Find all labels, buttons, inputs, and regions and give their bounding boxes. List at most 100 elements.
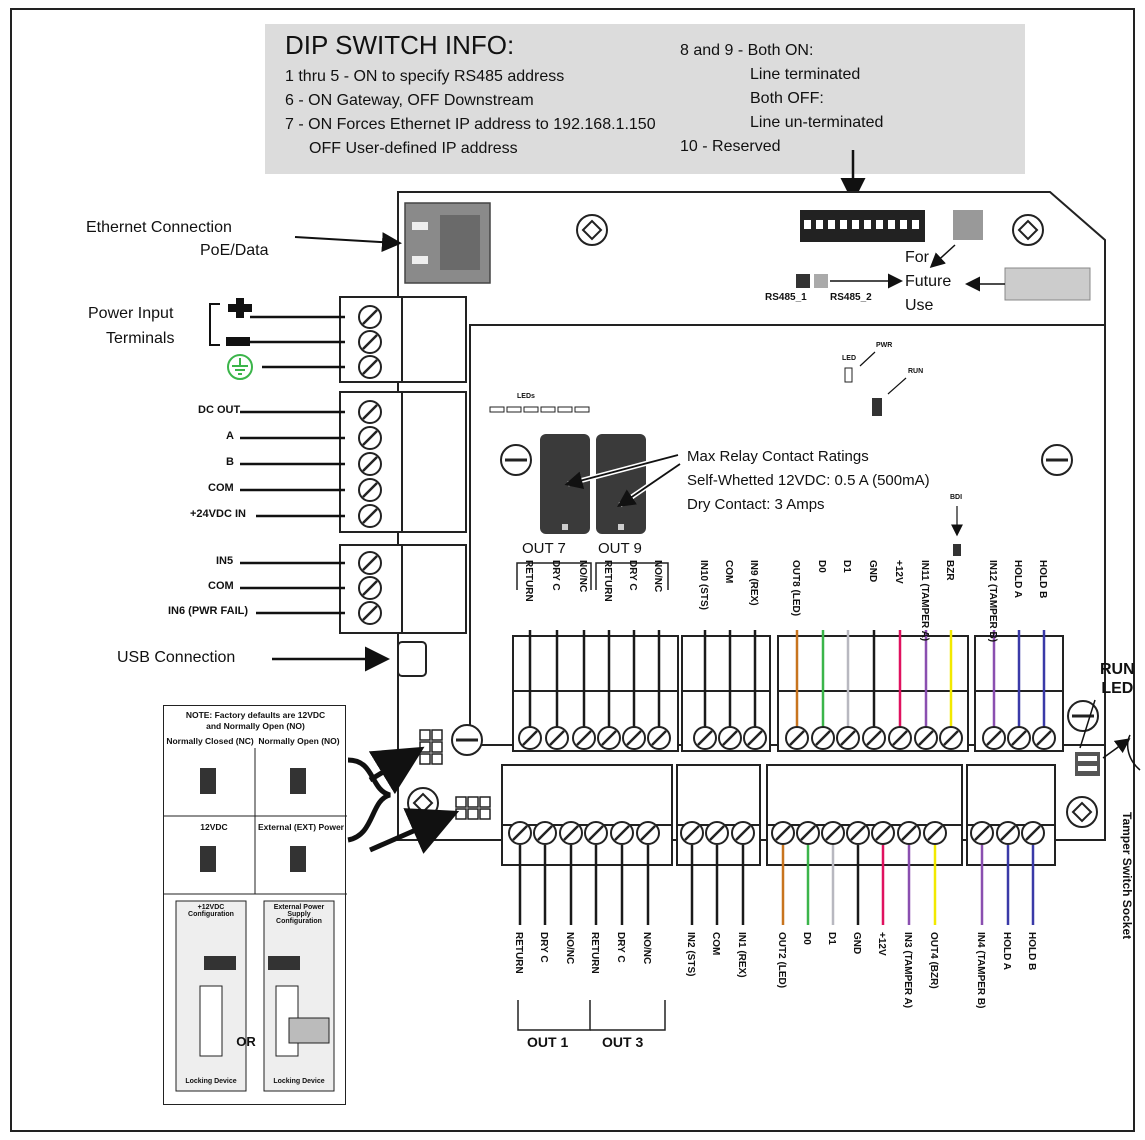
bottom-terminal-screw	[796, 821, 820, 845]
top-terminal-screw	[1032, 726, 1056, 750]
b-label: B	[226, 456, 234, 468]
run-led-side-line-2: LED	[1101, 680, 1134, 697]
top-terminal-label: COM	[723, 560, 734, 584]
bottom-terminal-screw	[610, 821, 634, 845]
bottom-terminal-screw	[533, 821, 557, 845]
bottom-terminal-screw	[731, 821, 755, 845]
top-terminal-screw	[597, 726, 621, 750]
bottom-terminal-screw	[871, 821, 895, 845]
top-terminal-screw	[545, 726, 569, 750]
bottom-terminal-screw	[705, 821, 729, 845]
power-input-label: Power Input	[88, 305, 174, 322]
dip-info-right-line: Both OFF:	[750, 90, 824, 107]
bottom-terminal-label: IN4 (TAMPER B)	[975, 932, 986, 1009]
in5-label: IN5	[216, 555, 234, 567]
note-nc-label: Normally Closed (NC)	[166, 736, 254, 746]
bottom-screw-group	[508, 821, 1045, 845]
top-terminal-screw	[572, 726, 596, 750]
note-12vdc-config: +12VDC Configuration	[188, 904, 234, 918]
top-terminal-screw	[1007, 726, 1031, 750]
top-terminal-screw	[743, 726, 767, 750]
top-terminal-label: BZR	[944, 560, 955, 581]
note-ext-label: External (EXT) Power	[258, 822, 344, 832]
bottom-terminal-label: RETURN	[513, 932, 524, 974]
top-terminal-label: D0	[816, 560, 827, 573]
top-terminal-screw	[693, 726, 717, 750]
leds-label: LEDs	[517, 393, 535, 400]
note-locking-device-2: Locking Device	[273, 1078, 325, 1085]
note-title-2: and Normally Open (NO)	[206, 721, 305, 731]
dip-switch-info-box: DIP SWITCH INFO: 1 thru 5 - ON to specif…	[265, 24, 1025, 174]
bottom-terminal-label: RETURN	[589, 932, 600, 974]
bottom-terminal-screw	[680, 821, 704, 845]
top-terminal-screw	[622, 726, 646, 750]
power-terminals-label: Terminals	[106, 330, 175, 347]
top-terminal-screw	[785, 726, 809, 750]
top-terminal-screw	[888, 726, 912, 750]
pwr-label: PWR	[876, 342, 893, 349]
jumper-note-box: NOTE: Factory defaults are 12VDC and Nor…	[163, 705, 347, 1105]
bottom-terminal-screw	[996, 821, 1020, 845]
bottom-terminal-label: DRY C	[538, 932, 549, 963]
top-terminal-label: IN12 (TAMPER B)	[987, 560, 998, 643]
bottom-terminal-screw	[846, 821, 870, 845]
ethernet-label: Ethernet Connection	[86, 219, 232, 236]
top-terminal-label: DRY C	[550, 560, 561, 591]
note-ext-config: External Power Supply Configuration	[273, 904, 325, 925]
bottom-terminal-label: +12V	[876, 932, 887, 956]
bottom-wire-group	[518, 845, 1035, 925]
bottom-terminal-screw	[508, 821, 532, 845]
top-terminal-label: RETURN	[523, 560, 534, 602]
bottom-terminal-label: NO/NC	[641, 932, 652, 965]
top-screw-group	[518, 726, 1056, 750]
top-terminal-label: HOLD B	[1037, 560, 1048, 599]
bottom-terminal-screw	[923, 821, 947, 845]
note-title-1: NOTE: Factory defaults are 12VDC	[185, 710, 326, 720]
relay-rating-dry: Dry Contact: 3 Amps	[687, 496, 825, 513]
run-led-side-label: RUN LED	[1100, 660, 1135, 698]
bottom-terminal-screw	[897, 821, 921, 845]
top-terminal-label: IN9 (REX)	[748, 560, 759, 606]
top-terminal-screw	[914, 726, 938, 750]
com-label: COM	[208, 482, 234, 494]
top-terminal-label: DRY C	[627, 560, 638, 591]
rs485-2-label: RS485_2	[830, 292, 872, 303]
bottom-terminal-label: OUT2 (LED)	[776, 932, 787, 989]
top-terminal-label: D1	[841, 560, 852, 573]
dip-info-right-line: 8 and 9 - Both ON:	[680, 42, 814, 59]
dip-info-line: OFF User-defined IP address	[309, 140, 518, 157]
bottom-terminal-label: D1	[826, 932, 837, 945]
dc-out-label: DC OUT	[198, 404, 241, 416]
top-terminal-label: OUT8 (LED)	[790, 560, 801, 617]
future-use-label-3: Use	[905, 297, 934, 314]
top-terminal-screw	[836, 726, 860, 750]
bottom-terminal-label: IN2 (STS)	[685, 932, 696, 977]
v24-label: +24VDC IN	[190, 508, 246, 520]
out7-label: OUT 7	[522, 540, 566, 557]
top-terminal-screw	[811, 726, 835, 750]
bottom-terminal-screw	[821, 821, 845, 845]
relay-rating-self-whetted: Self-Whetted 12VDC: 0.5 A (500mA)	[687, 472, 930, 489]
note-12vdc-label: 12VDC	[200, 822, 228, 832]
top-terminal-screw	[982, 726, 1006, 750]
diagram-frame	[10, 8, 1135, 1132]
out9-label: OUT 9	[598, 540, 642, 557]
dip-info-title: DIP SWITCH INFO:	[285, 30, 515, 60]
bottom-terminal-label: IN3 (TAMPER A)	[902, 932, 913, 1009]
note-or-label: OR	[236, 1034, 256, 1049]
top-terminal-label: RETURN	[602, 560, 613, 602]
top-terminal-label: HOLD A	[1012, 560, 1023, 598]
usb-label: USB Connection	[117, 649, 236, 666]
run-led-side-line-1: RUN	[1100, 661, 1135, 678]
top-terminal-screw	[939, 726, 963, 750]
top-terminal-label: GND	[867, 560, 878, 583]
tamper-switch-label: Tamper Switch Socket	[1120, 812, 1134, 940]
note-jumper-graphics	[164, 748, 347, 1092]
future-use-label-1: For	[905, 249, 929, 266]
bottom-terminal-label: HOLD B	[1026, 932, 1037, 971]
dip-info-right-line: 10 - Reserved	[680, 138, 781, 155]
out1-label: OUT 1	[527, 1034, 569, 1050]
top-terminal-label: IN10 (STS)	[698, 560, 709, 611]
bottom-terminal-screw	[636, 821, 660, 845]
bottom-terminal-label: OUT4 (BZR)	[928, 932, 939, 989]
